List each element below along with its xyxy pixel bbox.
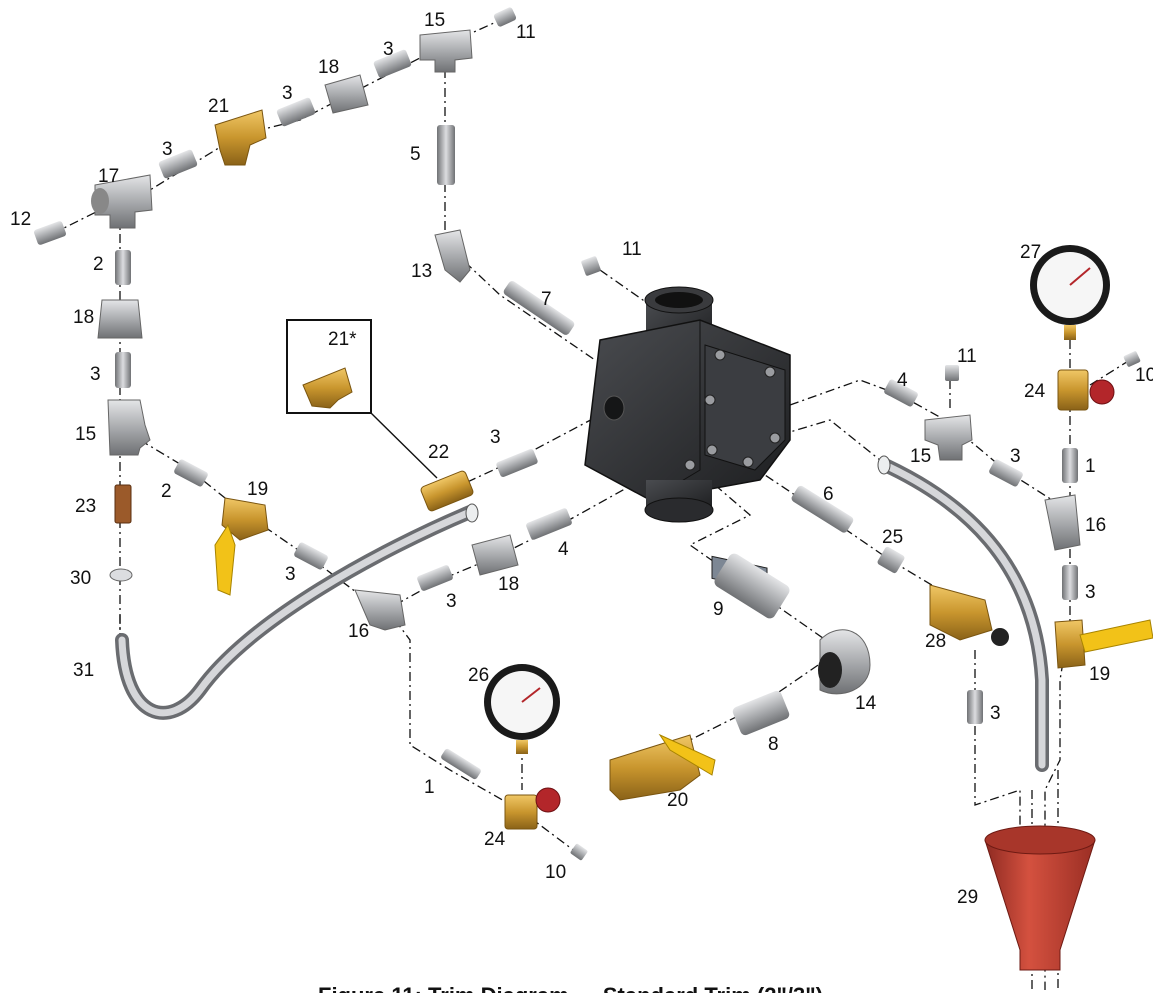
callout-28: 28 (925, 631, 946, 652)
callout-16: 16 (348, 621, 369, 642)
callout-4: 4 (558, 539, 569, 560)
callout-1: 1 (424, 777, 435, 798)
callout-18: 18 (318, 57, 339, 78)
callout-11: 11 (516, 22, 536, 43)
callout-23: 23 (75, 496, 96, 517)
callout-27: 27 (1020, 242, 1041, 263)
callout-24: 24 (484, 829, 506, 850)
callout-2: 2 (161, 481, 172, 502)
callout-11: 11 (622, 239, 642, 260)
callout-10: 10 (545, 862, 566, 883)
callout-2: 2 (93, 254, 104, 275)
callout-21: 21 (208, 96, 229, 117)
callout-29: 29 (957, 887, 978, 908)
inset-label: 21* (328, 329, 357, 350)
callout-3: 3 (383, 39, 394, 60)
callout-3: 3 (490, 427, 501, 448)
callout-6: 6 (823, 484, 834, 505)
callout-13: 13 (411, 261, 432, 282)
callout-3: 3 (446, 591, 457, 612)
callout-20: 20 (667, 790, 688, 811)
callout-4: 4 (897, 370, 908, 391)
callout-3: 3 (162, 139, 173, 160)
callout-31: 31 (73, 660, 94, 681)
callout-9: 9 (713, 599, 724, 620)
callout-3: 3 (90, 364, 101, 385)
callout-22: 22 (428, 442, 449, 463)
drain-hose-right (877, 455, 1049, 772)
callout-30: 30 (70, 568, 91, 589)
valve-body (584, 286, 791, 591)
callout-25: 25 (882, 527, 903, 548)
parts (34, 7, 1153, 971)
inset-strainer-box: 21* (286, 319, 438, 479)
callout-19: 19 (247, 479, 268, 500)
callout-3: 3 (285, 564, 296, 585)
callout-1: 1 (1085, 456, 1096, 477)
callout-11: 11 (957, 346, 977, 367)
callout-3: 3 (1010, 446, 1021, 467)
callout-16: 16 (1085, 515, 1106, 536)
callout-3: 3 (282, 83, 293, 104)
leader-lines (49, 17, 1131, 990)
callout-15: 15 (910, 446, 931, 467)
callout-24: 24 (1024, 381, 1046, 402)
callout-7: 7 (541, 289, 552, 310)
callout-10: 10 (1135, 365, 1153, 386)
callout-26: 26 (468, 665, 489, 686)
figure-caption: Figure 11: Trim Diagram — Standard Trim … (318, 983, 823, 993)
callouts: 11 15 3 18 3 21 3 17 12 5 13 11 7 2 18 3… (10, 10, 1153, 908)
callout-5: 5 (410, 144, 421, 165)
callout-12: 12 (10, 209, 31, 230)
callout-18: 18 (498, 574, 519, 595)
callout-3: 3 (1085, 582, 1096, 603)
callout-15: 15 (75, 424, 96, 445)
callout-3: 3 (990, 703, 1001, 724)
callout-19: 19 (1089, 664, 1110, 685)
callout-8: 8 (768, 734, 779, 755)
callout-17: 17 (98, 166, 119, 187)
callout-15: 15 (424, 10, 445, 31)
callout-14: 14 (855, 693, 877, 714)
callout-18: 18 (73, 307, 94, 328)
drain-hose-left (115, 503, 479, 720)
